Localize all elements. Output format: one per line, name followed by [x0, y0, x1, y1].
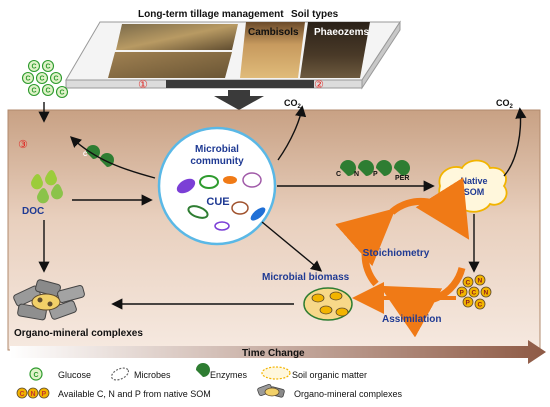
enzyme-arrow-left — [69, 136, 156, 179]
glucose-molecule-label: C — [60, 90, 65, 97]
microbial-biomass-label: Microbial biomass — [262, 272, 350, 283]
cnp-nutrient-label: C — [472, 290, 477, 297]
glucose-molecule-label: C — [40, 76, 45, 83]
legend-microbes-icon — [110, 367, 130, 381]
assimilation-label: Assimilation — [382, 314, 441, 325]
legend-enzymes-label: Enzymes — [210, 370, 248, 380]
co2-left-label: CO2 — [284, 98, 302, 110]
organo-mineral-complex-icon — [13, 279, 85, 321]
marker-2: ② — [314, 79, 324, 91]
glucose-molecule-label: C — [32, 88, 37, 95]
cnp-nutrient — [468, 286, 480, 298]
input-arrow — [214, 90, 264, 110]
legend-som-label: Soil organic matter — [292, 370, 367, 380]
cambisols-label: Cambisols — [248, 27, 299, 38]
enzymes-row — [340, 160, 410, 176]
legend-organo-mineral-label: Organo-mineral complexes — [294, 389, 403, 399]
cnp-nutrient-label: N — [484, 290, 489, 297]
soil-box — [7, 109, 541, 351]
legend-glucose-label: Glucose — [58, 370, 91, 380]
glucose-molecule-label: C — [26, 76, 31, 83]
cnp-nutrient-label: P — [466, 300, 471, 307]
enzyme-p: P — [373, 171, 378, 178]
tillage-photo-bottom — [108, 52, 232, 78]
cambisols-photo — [240, 22, 305, 78]
legend-organo-mineral-icon — [257, 384, 285, 398]
tillage-label: Long-term tillage management — [138, 9, 284, 20]
glucose-molecule-label: C — [54, 76, 59, 83]
stoichiometry-label: Stoichiometry — [363, 248, 430, 259]
glucose-molecule — [49, 71, 63, 85]
legend-cnp-icon: C N P — [16, 387, 50, 399]
enzyme-c-left: C — [83, 152, 88, 158]
time-change-label: Time Change — [242, 348, 305, 359]
soil-types-label: Soil types — [291, 9, 339, 20]
cnp-nutrient-label: C — [478, 302, 483, 309]
marker-3: ③ — [18, 139, 28, 151]
enzyme-c: C — [336, 171, 341, 178]
microbial-biomass-blob — [303, 287, 353, 321]
cnp-nutrient-label: C — [466, 280, 471, 287]
glucose-molecule — [55, 85, 69, 99]
svg-text:N: N — [31, 391, 36, 398]
cnp-nutrient — [456, 286, 468, 298]
organo-mineral-label: Organo-mineral complexes — [14, 328, 143, 339]
glucose-molecule-label: C — [32, 64, 37, 71]
co2-right-label: CO2 — [496, 98, 514, 110]
cnp-nutrient — [474, 274, 486, 286]
glucose-molecule-label: C — [46, 88, 51, 95]
cnp-nutrient — [462, 276, 474, 288]
legend-available-label: Available C, N and P from native SOM — [58, 389, 211, 399]
legend-microbes-label: Microbes — [134, 370, 171, 380]
glucose-molecule-label: C — [46, 64, 51, 71]
cnp-nutrient-label: N — [478, 278, 483, 285]
doc-label: DOC — [22, 206, 44, 217]
cnp-nutrient — [474, 298, 486, 310]
cnp-nutrient-label: P — [460, 290, 465, 297]
glucose-molecule — [27, 59, 41, 73]
microbes-group — [176, 172, 266, 231]
cnp-nutrient — [462, 296, 474, 308]
glucose-molecule — [41, 59, 55, 73]
tillage-photo-top — [116, 24, 238, 50]
microbial-community-line2: community — [190, 156, 244, 167]
microbial-community-line1: Microbial — [195, 144, 239, 155]
marker-1: ① — [138, 79, 148, 91]
legend: C Glucose Microbes Enzymes Soil organic … — [16, 363, 403, 399]
svg-text:C: C — [20, 391, 25, 398]
glucose-molecule — [35, 71, 49, 85]
field-panel — [65, 20, 401, 90]
community-to-biomass-arrow — [261, 221, 323, 272]
glucose-molecule — [41, 83, 55, 97]
cue-label: CUE — [206, 196, 229, 208]
co2-right-arrow — [503, 107, 527, 177]
cnp-nutrient — [480, 286, 492, 298]
phaeozems-label: Phaeozems — [314, 27, 369, 38]
enzyme-n: N — [354, 171, 359, 178]
doc-droplets — [31, 170, 63, 204]
time-change-arrow — [10, 340, 546, 364]
native-som-line1: Native — [460, 176, 487, 186]
legend-som-icon — [261, 366, 291, 380]
svg-text:C: C — [34, 372, 39, 379]
glucose-molecule — [21, 71, 35, 85]
phaeozems-photo — [300, 22, 370, 78]
glucose-molecule — [27, 83, 41, 97]
panel-dark-strip — [166, 80, 314, 88]
enzyme-per: PER — [395, 175, 409, 182]
legend-enzymes-icon — [196, 363, 210, 377]
native-som-line2: SOM — [464, 187, 485, 197]
svg-text:P: P — [42, 391, 47, 398]
legend-glucose-icon: C — [29, 367, 43, 381]
co2-left-arrow — [277, 105, 307, 161]
